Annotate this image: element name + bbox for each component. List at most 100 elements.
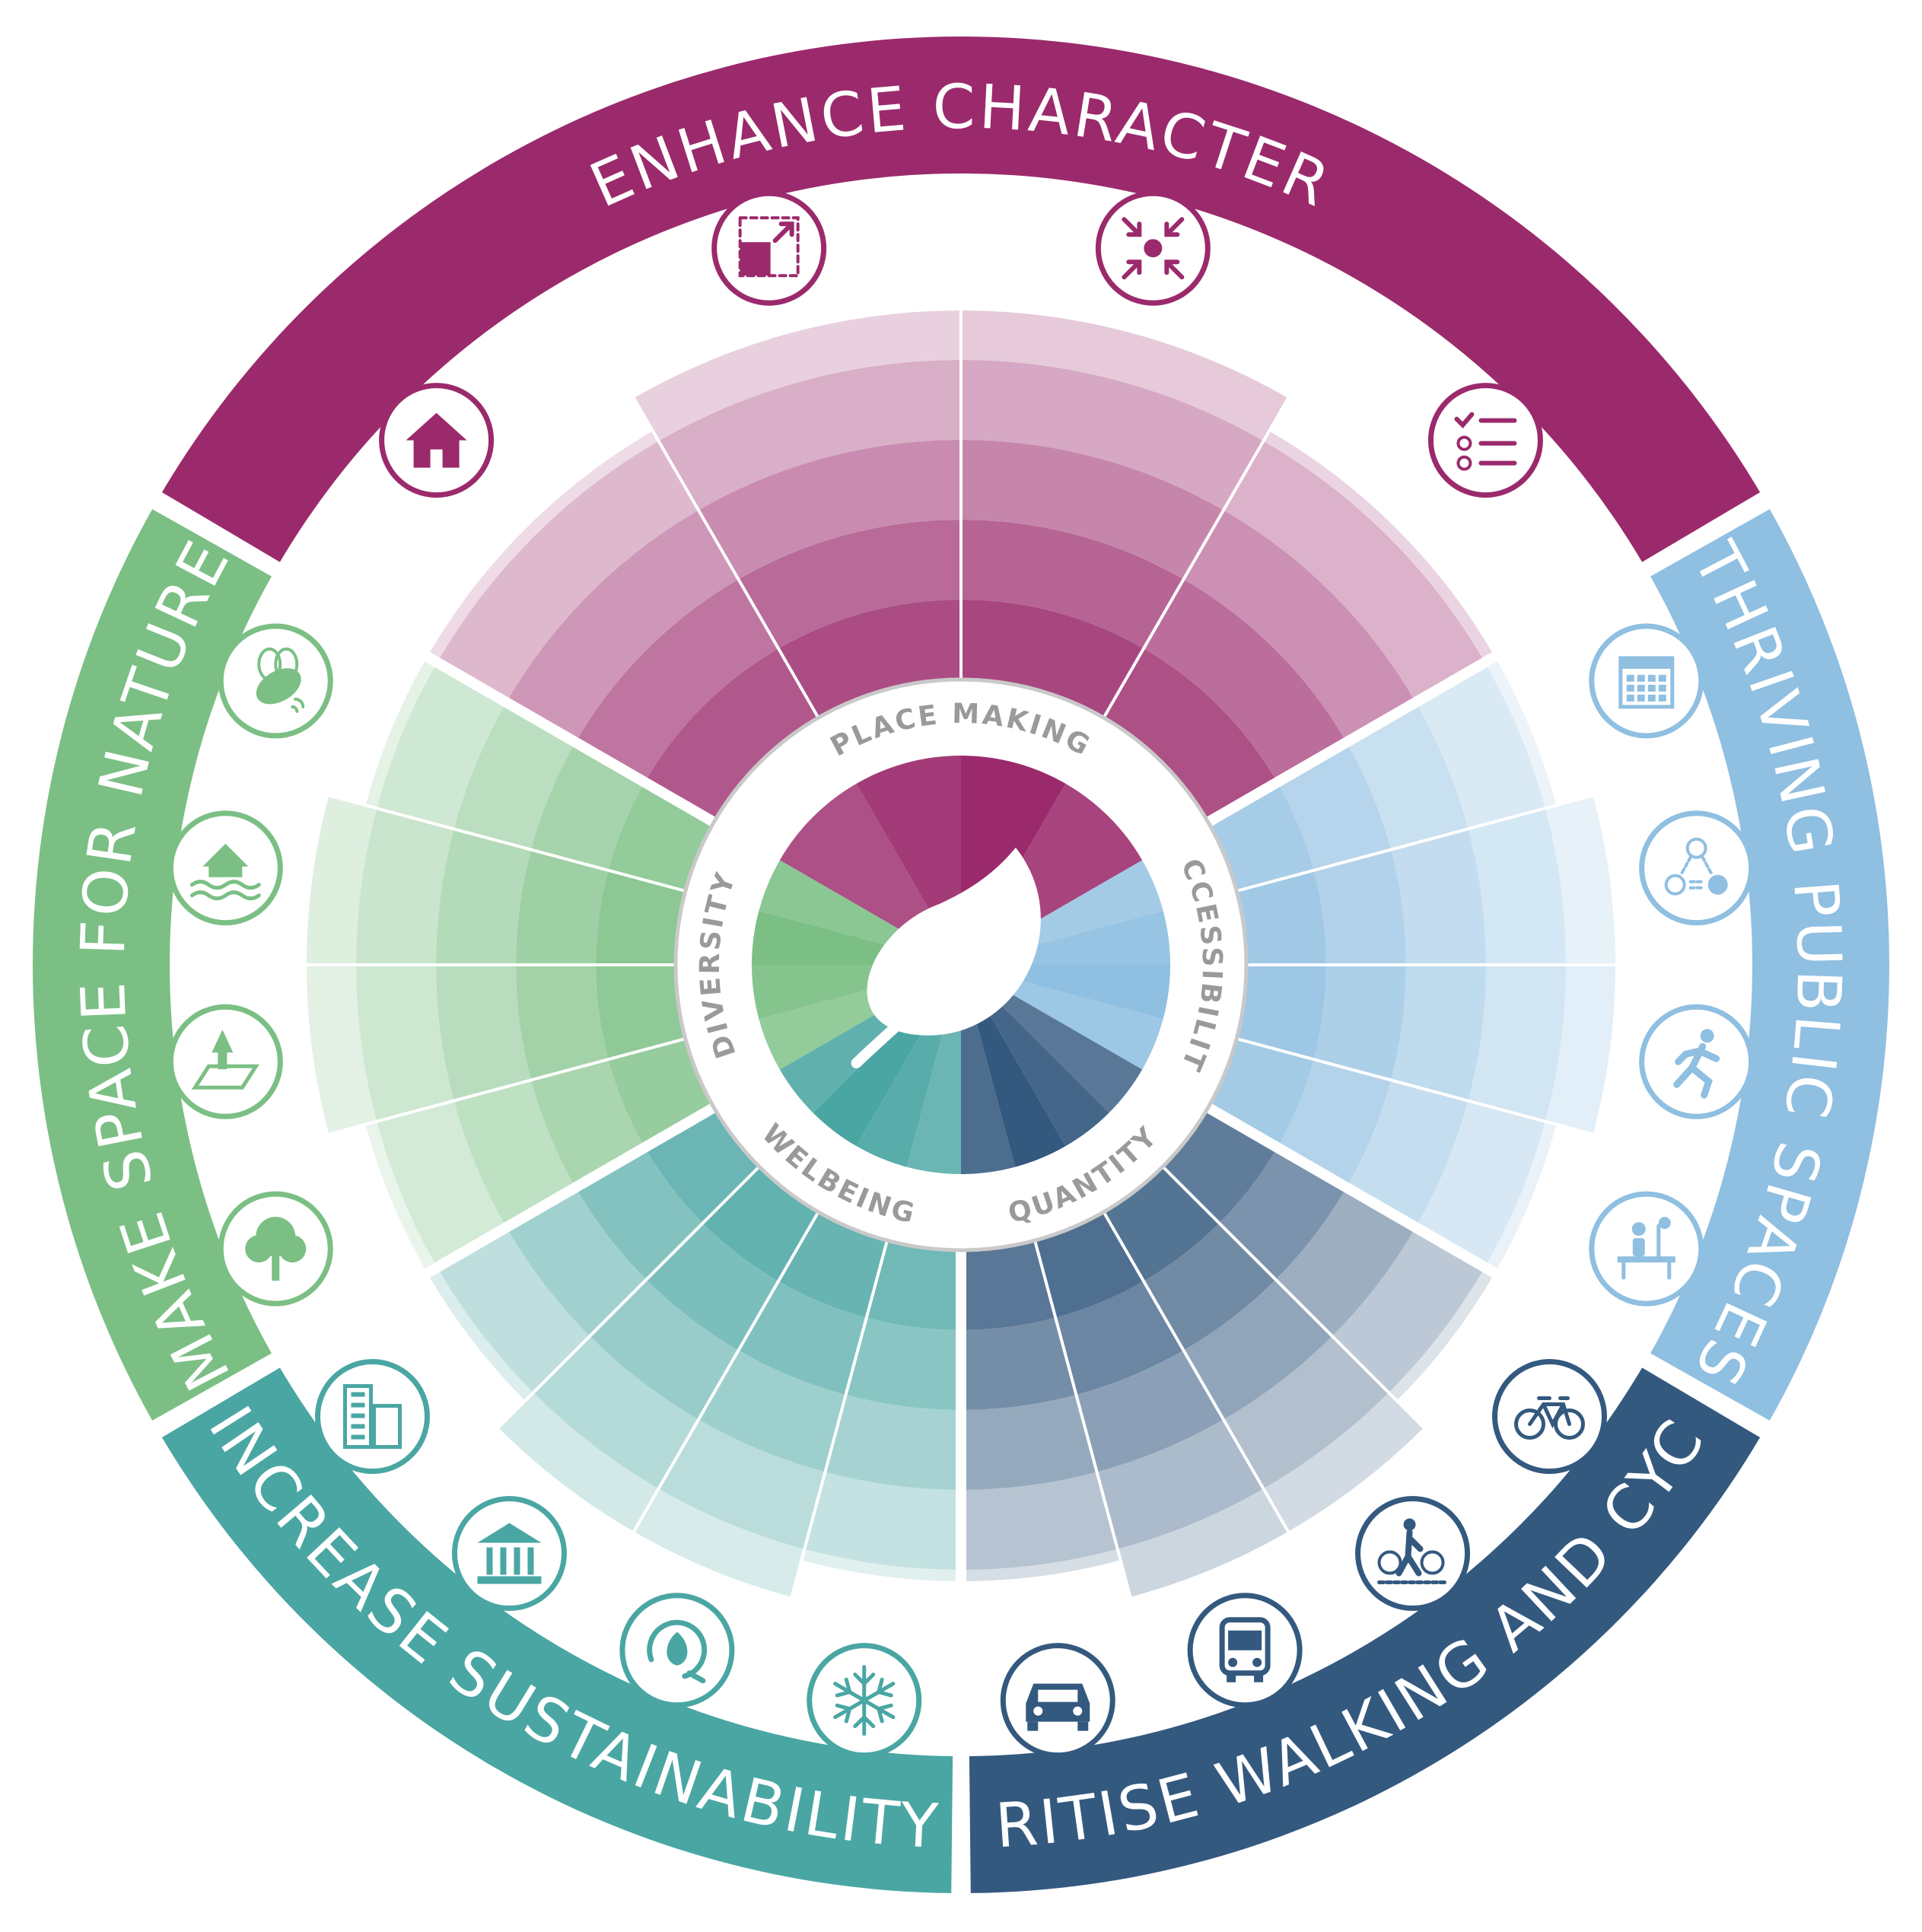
fan-cell: [377, 1100, 507, 1268]
fan-cell: [1224, 441, 1485, 702]
fan-cell: [453, 1080, 576, 1227]
fan-cell: [427, 1267, 533, 1401]
fan-cell: [961, 520, 1184, 649]
fan-cell: [436, 829, 531, 965]
fan-cell: [596, 870, 686, 965]
fan-cell: [1263, 1393, 1424, 1532]
fan-cell: [506, 1187, 647, 1336]
fan-cell: [804, 1472, 961, 1570]
heritage-building-icon: [451, 1496, 567, 1612]
sub-divider: [615, 1211, 820, 1562]
house-icon: [379, 383, 495, 498]
fan-cell: [516, 965, 609, 1081]
fan-cell: [1236, 870, 1326, 965]
fan-cell: [801, 1548, 961, 1582]
fan-cell: [365, 657, 438, 809]
fan-cell: [1484, 1121, 1557, 1273]
fan-cell: [1415, 662, 1545, 829]
outer-band-thriving-public-spaces: [1650, 509, 1889, 1421]
fan-cell: [1144, 579, 1347, 782]
fan-cell: [961, 310, 1288, 441]
bicycle-icon: [1492, 1359, 1608, 1475]
park-land-icon: [167, 1004, 283, 1119]
fan-cell: [698, 440, 961, 580]
fan-cell: [1484, 657, 1557, 809]
fan-cell: [1263, 431, 1495, 663]
fan-cell: [1277, 1059, 1392, 1188]
sub-divider: [1033, 1240, 1141, 1631]
fan-cell: [866, 1240, 961, 1330]
leaf-icon: [851, 847, 1041, 1069]
fan-cell: [961, 600, 1144, 718]
outdoor-seating-icon: [1589, 1191, 1704, 1307]
leaf-water-cycle-icon: [619, 1593, 735, 1708]
fan-cell: [961, 440, 1224, 580]
running-person-icon: [1639, 1004, 1755, 1119]
fan-cell: [1391, 965, 1486, 1101]
sub-divider: [1236, 785, 1627, 893]
fan-cell: [738, 520, 961, 649]
fan-cell: [646, 1223, 778, 1351]
fan-cell: [1055, 1281, 1184, 1396]
fan-cell: [778, 1211, 887, 1318]
pedestrian-bicycle-icon: [1355, 1496, 1471, 1612]
fan-cell: [778, 600, 961, 718]
fan-cell: [1236, 965, 1326, 1060]
section-divider: [1192, 492, 1774, 835]
car-icon: [1000, 1643, 1115, 1759]
fan-cell: [1219, 1147, 1347, 1280]
section-divider: [148, 1095, 730, 1438]
fan-cell: [961, 1548, 1121, 1581]
scale-resize-icon: [711, 190, 827, 306]
outer-band-increase-sustainability: [161, 1367, 953, 1893]
bee-icon: [218, 623, 333, 739]
center-hub: [673, 677, 1249, 1252]
fan-cell: [1277, 742, 1392, 871]
fan-cell: [498, 1393, 659, 1532]
fan-cell: [1415, 1100, 1545, 1268]
fan-cell: [698, 1350, 846, 1472]
fan-cell: [1468, 965, 1566, 1122]
fan-cell: [356, 965, 454, 1122]
fan-cell: [437, 441, 698, 702]
fan-cell: [453, 702, 576, 850]
fan-cell: [825, 1395, 961, 1490]
fan-cell: [307, 965, 377, 1135]
flood-house-icon: [167, 810, 283, 926]
fan-cell: [506, 510, 739, 743]
sub-divider: [1161, 1165, 1449, 1453]
fan-cell: [530, 1059, 645, 1188]
fan-cell: [1346, 1080, 1469, 1227]
fan-cell: [1103, 648, 1278, 823]
fan-cell: [427, 431, 659, 663]
fan-cell: [575, 579, 778, 782]
fan-cell: [1332, 1227, 1485, 1393]
sub-divider: [1236, 1037, 1627, 1145]
equality-network-icon: [1639, 810, 1755, 926]
fan-cell: [1389, 1267, 1495, 1401]
sub-divider: [295, 785, 686, 893]
fan-cell: [634, 1488, 805, 1597]
fan-cell: [658, 360, 961, 511]
fan-cell: [1545, 965, 1615, 1135]
fan-cell: [845, 1317, 961, 1410]
fan-cell: [961, 360, 1264, 511]
fan-cell: [644, 648, 819, 823]
city-buildings-icon: [314, 1359, 430, 1475]
sub-divider: [615, 368, 820, 719]
fan-cell: [658, 1419, 826, 1549]
calendar-icon: [1589, 623, 1704, 739]
bus-icon: [1187, 1593, 1303, 1708]
fan-cell: [590, 1279, 739, 1420]
fan-cell: [1313, 849, 1406, 965]
arrows-to-centre-icon: [1095, 190, 1211, 306]
fan-cell: [1096, 1419, 1264, 1549]
fan-cell: [961, 1395, 1097, 1490]
fan-cell: [1144, 1223, 1276, 1351]
checklist-icon: [1427, 383, 1543, 498]
outer-band-make-space-for-nature: [32, 509, 272, 1421]
section-dividers: [148, 276, 1774, 1901]
fan-cell: [961, 1317, 1077, 1410]
fan-cell: [1224, 1335, 1389, 1489]
